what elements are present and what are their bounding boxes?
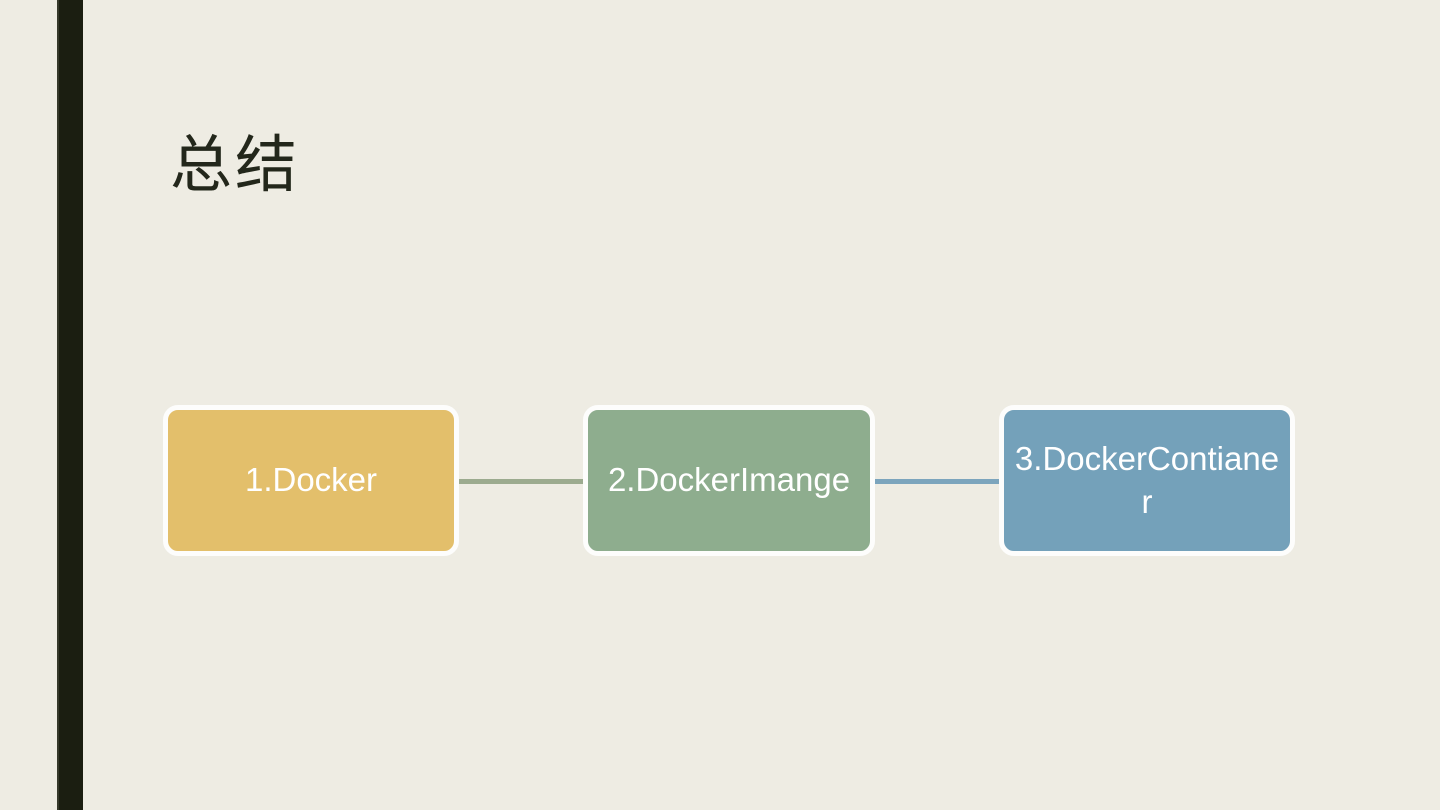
slide-title: 总结 [170,130,301,200]
node-docker-container-label: 3.DockerContianer [1014,440,1280,520]
connector-line-1 [459,479,583,484]
node-docker-image-label: 2.DockerImange [607,461,851,499]
node-docker-label: 1.Docker [244,461,378,499]
node-docker-container: 3.DockerContianer [999,405,1295,556]
node-docker: 1.Docker [163,405,459,556]
connector-line-2 [875,479,999,484]
left-accent-bar [57,0,83,810]
node-docker-image: 2.DockerImange [583,405,875,556]
